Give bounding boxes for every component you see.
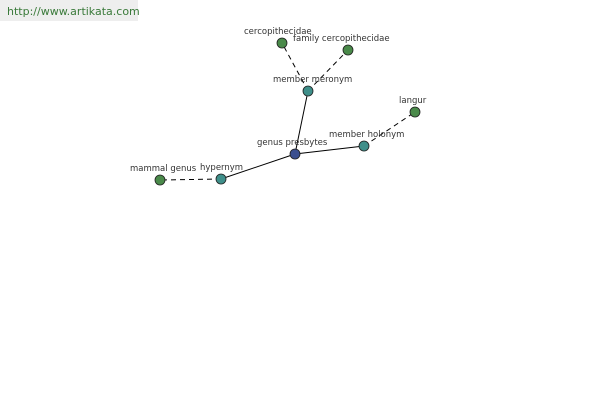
edge-genus-presbytes-to-member-meronym: [294, 90, 309, 155]
node-langur[interactable]: langur: [399, 96, 427, 118]
node-family-cercopithecidae[interactable]: family cercopithecidae: [293, 34, 390, 56]
nodes-layer: genus presbytes member meronym member holo…: [130, 27, 427, 186]
node-cercopithecidae[interactable]: cercopithecidae: [244, 27, 312, 49]
node-genus-presbytes[interactable]: genus presbytes: [257, 138, 328, 160]
node-marker-hypernym[interactable]: [215, 173, 227, 185]
node-label-member-meronym[interactable]: member meronym: [273, 75, 352, 85]
node-label-family-cercopithecidae[interactable]: family cercopithecidae: [293, 34, 390, 44]
node-marker-member-meronym[interactable]: [302, 85, 314, 97]
edge-member-holonym-to-langur: [363, 111, 416, 147]
edge-genus-presbytes-to-hypernym: [220, 153, 296, 180]
node-label-cercopithecidae[interactable]: cercopithecidae: [244, 27, 312, 37]
node-marker-genus-presbytes[interactable]: [289, 148, 301, 160]
node-label-mammal-genus[interactable]: mammal genus: [130, 164, 197, 174]
node-marker-cercopithecidae[interactable]: [276, 37, 288, 49]
edge-member-meronym-to-cercopithecidae: [281, 42, 309, 92]
edge-hypernym-to-mammal-genus: [159, 178, 222, 181]
node-marker-langur[interactable]: [409, 106, 421, 118]
edge-genus-presbytes-to-member-holonym: [294, 145, 365, 155]
node-label-member-holonym[interactable]: member holonym: [329, 130, 404, 140]
node-marker-family-cercopithecidae[interactable]: [342, 44, 354, 56]
node-member-meronym[interactable]: member meronym: [273, 75, 352, 97]
node-label-genus-presbytes[interactable]: genus presbytes: [257, 138, 328, 148]
node-label-hypernym[interactable]: hypernym: [200, 163, 243, 173]
node-label-langur[interactable]: langur: [399, 96, 427, 106]
node-mammal-genus[interactable]: mammal genus: [130, 164, 197, 186]
url-bar: http://www.artikata.com: [0, 0, 140, 21]
edges-layer: [159, 42, 416, 181]
node-marker-member-holonym[interactable]: [358, 140, 370, 152]
node-member-holonym[interactable]: member holonym: [329, 130, 404, 152]
edge-member-meronym-to-family-cercopithecidae: [307, 49, 349, 92]
site-url[interactable]: http://www.artikata.com: [7, 5, 140, 18]
node-hypernym[interactable]: hypernym: [200, 163, 243, 185]
node-marker-mammal-genus[interactable]: [154, 174, 166, 186]
